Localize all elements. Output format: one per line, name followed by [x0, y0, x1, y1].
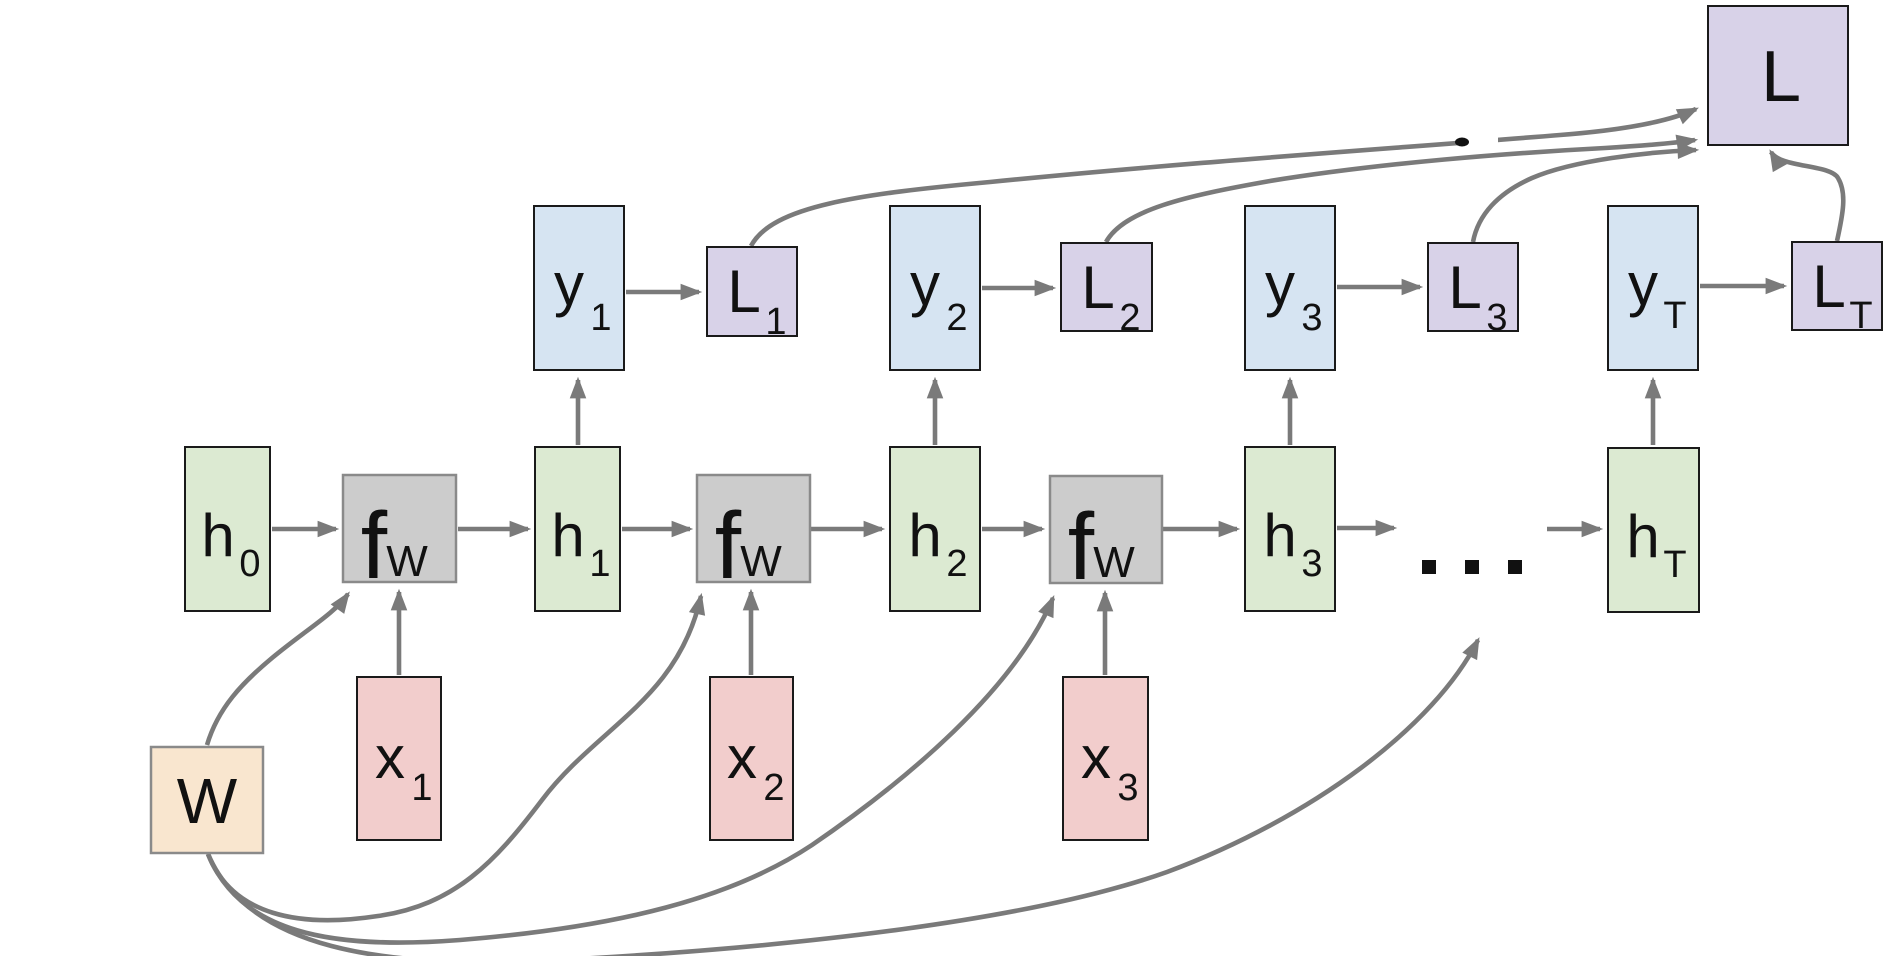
node-h0-box [184, 446, 271, 612]
node-loss-total-box [1707, 5, 1849, 146]
node-ht-box [1607, 447, 1700, 613]
node-y1-box [533, 205, 625, 371]
node-l3-subscript: 3 [1486, 297, 1507, 339]
curve-gap-artifact [1468, 126, 1498, 150]
node-y3-box [1244, 205, 1336, 371]
node-y1: y 1 [533, 205, 625, 371]
curve-l2-to-loss [1103, 134, 1699, 244]
node-yt-box [1607, 205, 1699, 371]
node-loss-total: L [1707, 5, 1849, 146]
node-fw-1-box [341, 473, 458, 584]
node-fw-2-box [695, 473, 812, 584]
node-ht: h T [1607, 447, 1700, 613]
node-fw-1-subscript: W [386, 537, 428, 586]
node-fw-2: f W [695, 473, 812, 599]
node-y3-label: y [1265, 251, 1295, 318]
node-fw-1-label: f [361, 493, 388, 599]
node-x3-box [1062, 676, 1149, 841]
ellipsis-dot-3 [1508, 560, 1522, 574]
node-x2-box [709, 676, 794, 841]
node-yt-subscript: T [1663, 295, 1686, 337]
node-l3-box [1427, 242, 1519, 332]
node-fw-3-label: f [1068, 494, 1095, 600]
node-w-label: W [177, 765, 238, 837]
node-lt: L T [1791, 241, 1883, 337]
node-l1-label: L [727, 258, 760, 325]
node-h0-subscript: 0 [239, 543, 260, 585]
node-x2-subscript: 2 [763, 767, 784, 809]
node-h3-box [1244, 446, 1336, 612]
ellipsis-dot-2 [1465, 560, 1479, 574]
node-h3-label: h [1263, 502, 1296, 569]
node-y2-box [889, 205, 981, 371]
node-fw-1: f W [341, 473, 458, 599]
node-x2-label: x [727, 724, 757, 791]
node-loss-total-label: L [1761, 37, 1801, 117]
node-lt-box [1791, 241, 1883, 331]
node-ht-label: h [1626, 503, 1659, 570]
node-yt: y T [1607, 205, 1699, 371]
node-y2-subscript: 2 [946, 297, 967, 339]
node-x1: x 1 [356, 676, 442, 841]
node-h2-label: h [908, 502, 941, 569]
node-l2-subscript: 2 [1119, 297, 1140, 339]
node-l2-box [1060, 242, 1153, 332]
node-fw-3: f W [1048, 474, 1164, 600]
curve-w-to-ellipsis [205, 637, 1481, 956]
node-y2: y 2 [889, 205, 981, 371]
node-l1-box [706, 246, 798, 337]
node-x1-label: x [375, 724, 405, 791]
node-x1-box [356, 676, 442, 841]
node-y3: y 3 [1244, 205, 1336, 371]
node-fw-3-box [1048, 474, 1164, 585]
node-l3-label: L [1448, 254, 1481, 321]
node-fw-3-subscript: W [1093, 538, 1135, 587]
node-h0: h 0 [184, 446, 271, 612]
curve-w-to-fw3 [205, 595, 1056, 945]
node-y1-label: y [554, 251, 584, 318]
node-h2-box [889, 446, 981, 612]
stray-dot-artifact [1455, 137, 1469, 147]
node-l1: L 1 [706, 246, 798, 343]
node-y1-subscript: 1 [590, 297, 611, 339]
node-h1-subscript: 1 [589, 543, 610, 585]
ellipsis-dot-1 [1422, 560, 1436, 574]
curve-l1-to-loss [748, 106, 1699, 248]
node-x3: x 3 [1062, 676, 1149, 841]
ellipsis [1422, 560, 1522, 574]
node-h3: h 3 [1244, 446, 1336, 612]
curve-lt-to-loss [1768, 149, 1846, 242]
node-lt-label: L [1812, 253, 1845, 320]
node-h2: h 2 [889, 446, 981, 612]
curve-w-to-fw2 [205, 592, 706, 923]
node-h3-subscript: 3 [1301, 543, 1322, 585]
node-h1: h 1 [534, 446, 621, 612]
node-w: W [149, 745, 265, 855]
node-x2: x 2 [709, 676, 794, 841]
node-l2-label: L [1081, 254, 1114, 321]
node-l1-subscript: 1 [765, 301, 786, 343]
node-lt-subscript: T [1849, 295, 1872, 337]
curve-w-to-fw1 [204, 591, 350, 746]
node-h0-label: h [201, 502, 234, 569]
node-h2-subscript: 2 [946, 543, 967, 585]
curve-l3-to-loss [1470, 142, 1700, 243]
node-x1-subscript: 1 [411, 767, 432, 809]
node-fw-2-subscript: W [740, 537, 782, 586]
node-l2: L 2 [1060, 242, 1153, 339]
node-fw-2-label: f [715, 493, 742, 599]
node-w-box [149, 745, 265, 855]
node-x3-subscript: 3 [1117, 767, 1138, 809]
node-x3-label: x [1081, 724, 1111, 791]
node-h1-box [534, 446, 621, 612]
node-ht-subscript: T [1663, 544, 1686, 586]
node-l3: L 3 [1427, 242, 1519, 339]
node-y2-label: y [910, 251, 940, 318]
node-h1-label: h [551, 502, 584, 569]
node-yt-label: y [1628, 251, 1658, 318]
node-y3-subscript: 3 [1301, 297, 1322, 339]
